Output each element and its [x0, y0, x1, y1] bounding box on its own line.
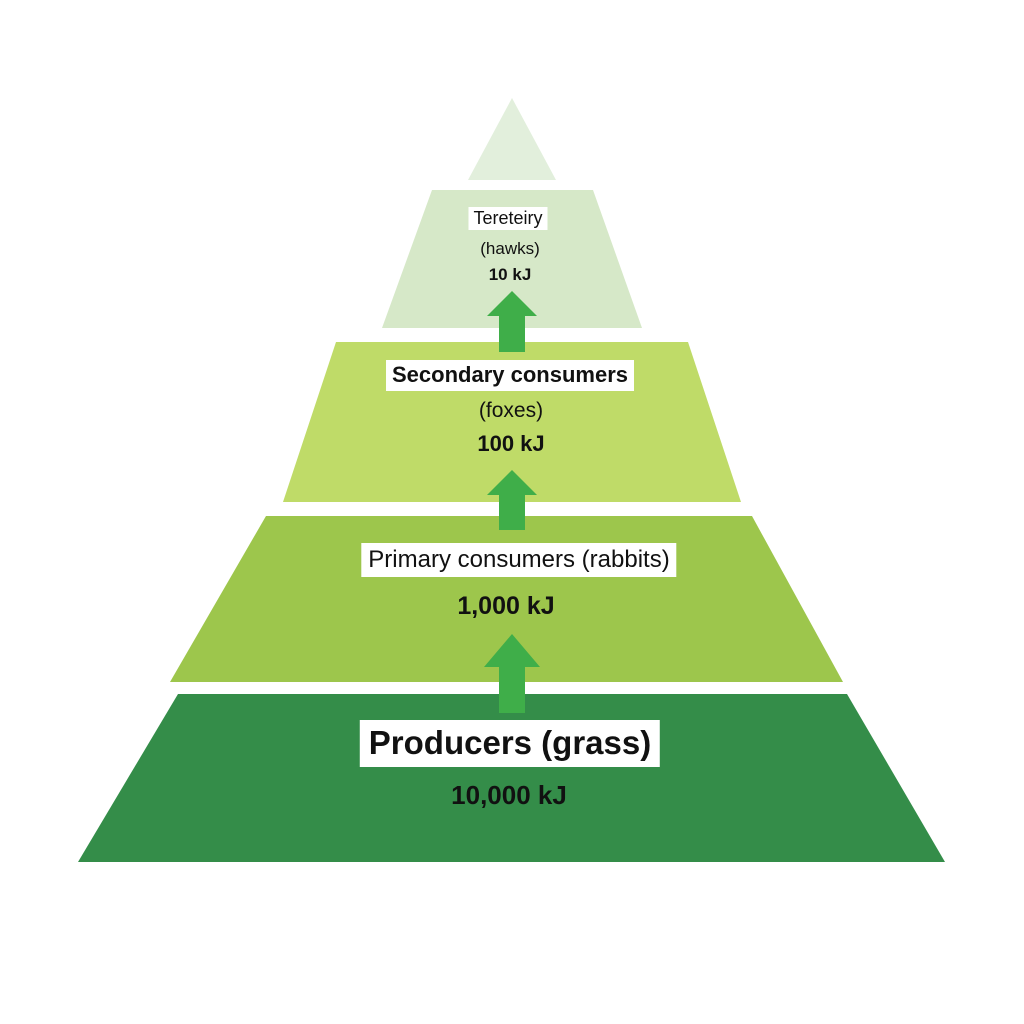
tertiary-energy-label: 10 kJ — [488, 265, 532, 284]
tertiary-name-label: Tereteiry — [468, 207, 548, 230]
producers-energy-label: 10,000 kJ — [451, 780, 567, 810]
secondary-name-label: Secondary consumers — [386, 360, 634, 391]
secondary-energy-label: 100 kJ — [477, 431, 545, 456]
secondary-organism-label: (foxes) — [478, 399, 544, 422]
pyramid-apex-tier — [468, 98, 556, 180]
primary-energy-label: 1,000 kJ — [457, 592, 555, 620]
energy-arrow-up-icon — [484, 634, 540, 713]
energy-arrow-up-icon — [487, 470, 537, 530]
energy-arrow-up-icon — [487, 291, 537, 352]
pyramid-tier-producers — [78, 694, 945, 862]
tertiary-organism-label: (hawks) — [480, 239, 540, 258]
pyramid-tier-tertiary — [382, 190, 642, 328]
primary-name-label: Primary consumers (rabbits) — [361, 543, 677, 577]
producers-name-label: Producers (grass) — [359, 720, 661, 767]
